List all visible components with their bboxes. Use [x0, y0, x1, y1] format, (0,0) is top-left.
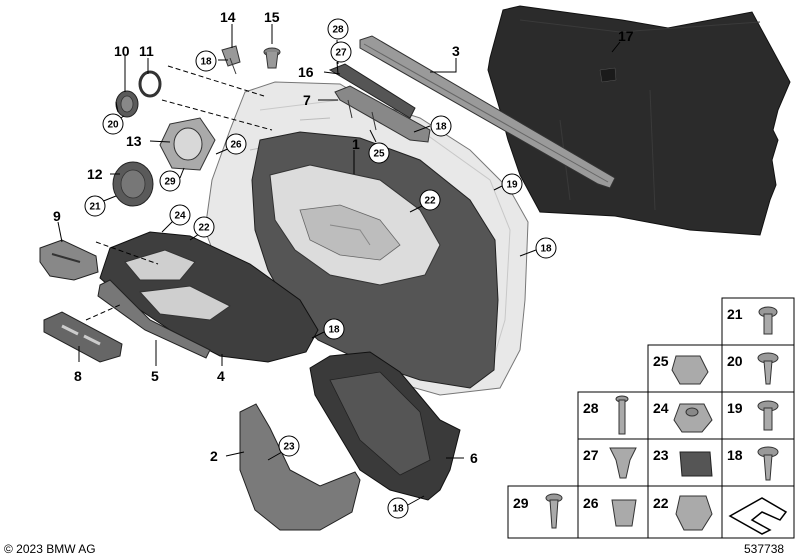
svg-text:24: 24 — [174, 211, 186, 222]
part-number: 4 — [217, 368, 225, 384]
circled-callout: 20 — [102, 113, 124, 135]
circled-callout: 18 — [387, 497, 409, 519]
bolt-icon — [615, 395, 629, 435]
copyright-text: © 2023 BMW AG — [4, 542, 96, 556]
svg-text:18: 18 — [727, 447, 743, 463]
svg-text:27: 27 — [335, 48, 347, 59]
svg-text:23: 23 — [283, 442, 295, 453]
svg-text:29: 29 — [513, 495, 529, 511]
switch-panel — [43, 311, 123, 363]
part-number: 2 — [210, 448, 218, 464]
svg-text:19: 19 — [727, 400, 743, 416]
svg-text:18: 18 — [392, 504, 404, 515]
part-number: 3 — [452, 43, 460, 59]
part-number: 1 — [352, 136, 360, 152]
nut-clip-icon — [673, 403, 713, 433]
part-number: 10 — [114, 43, 130, 59]
svg-text:20: 20 — [107, 120, 119, 131]
circled-callout: 27 — [330, 41, 352, 63]
lower-trim-cover — [239, 403, 361, 531]
circled-callout: 18 — [323, 318, 345, 340]
door-handle — [39, 239, 99, 281]
part-number: 11 — [139, 43, 154, 59]
svg-text:18: 18 — [540, 244, 552, 255]
circled-callout: 29 — [159, 170, 181, 192]
svg-text:22: 22 — [198, 223, 210, 234]
part-numbers: 1 2 3 4 5 6 7 8 9 10 11 12 13 14 15 16 1… — [53, 9, 634, 466]
speaker — [112, 161, 154, 207]
svg-text:21: 21 — [727, 306, 743, 322]
expansion-nut-icon — [611, 499, 637, 527]
svg-text:28: 28 — [332, 25, 344, 36]
clip-part-14 — [221, 45, 241, 75]
sound-insulation-pad — [487, 5, 791, 236]
svg-text:26: 26 — [230, 140, 242, 151]
svg-text:27: 27 — [583, 447, 599, 463]
svg-text:25: 25 — [373, 149, 385, 160]
circled-callout: 18 — [430, 115, 452, 137]
part-number: 8 — [74, 368, 82, 384]
svg-text:18: 18 — [200, 57, 212, 68]
part-number: 12 — [87, 166, 103, 182]
circled-callout: 26 — [225, 133, 247, 155]
circled-callout: 19 — [501, 173, 523, 195]
fastener-symbol-icon — [728, 497, 788, 535]
tweeter-ring — [138, 70, 162, 98]
clip-icon — [679, 451, 713, 477]
svg-text:28: 28 — [583, 400, 599, 416]
svg-text:18: 18 — [328, 325, 340, 336]
part-number: 9 — [53, 208, 61, 224]
fastener-legend: 21 25 20 28 24 19 27 23 18 29 26 22 — [507, 297, 795, 539]
part-number: 14 — [220, 9, 236, 25]
svg-text:18: 18 — [435, 122, 447, 133]
screw-icon — [757, 400, 779, 431]
circled-callout: 18 — [535, 237, 557, 259]
clip-icon — [675, 495, 713, 531]
circled-callout: 22 — [193, 216, 215, 238]
svg-text:24: 24 — [653, 400, 669, 416]
svg-text:20: 20 — [727, 353, 743, 369]
svg-text:29: 29 — [164, 177, 176, 188]
part-number: 7 — [303, 92, 311, 108]
svg-text:21: 21 — [89, 202, 101, 213]
screw-icon — [757, 352, 779, 385]
screw-icon — [545, 493, 563, 529]
speaker-bracket — [159, 117, 216, 171]
svg-text:26: 26 — [583, 495, 599, 511]
svg-text:25: 25 — [653, 353, 669, 369]
circled-callout: 25 — [368, 142, 390, 164]
svg-text:19: 19 — [506, 180, 518, 191]
circled-callout: 22 — [419, 189, 441, 211]
part-number: 6 — [470, 450, 478, 466]
circled-callout: 21 — [84, 195, 106, 217]
part-number: 15 — [264, 9, 280, 25]
circled-callout: 18 — [195, 50, 217, 72]
circled-callout: 23 — [278, 435, 300, 457]
grommet-icon — [609, 447, 637, 479]
trim-strip-armrest — [97, 279, 211, 359]
tweeter-cover — [115, 90, 139, 118]
part-number: 16 — [298, 64, 314, 80]
mounting-bracket — [334, 85, 431, 143]
clip-icon — [671, 355, 709, 385]
screw-icon — [757, 446, 779, 481]
circled-callout: 28 — [327, 18, 349, 40]
svg-text:23: 23 — [653, 447, 669, 463]
part-number: 17 — [618, 28, 634, 44]
clip-part-15 — [263, 47, 281, 69]
screw-icon — [758, 306, 778, 335]
svg-text:22: 22 — [653, 495, 669, 511]
circled-callout: 24 — [169, 204, 191, 226]
svg-text:22: 22 — [424, 196, 436, 207]
circled-numbers: 18 18 18 18 18 19 20 21 22 22 23 24 25 2… — [84, 18, 557, 519]
part-number: 5 — [151, 368, 159, 384]
trim-strip-upper — [328, 63, 416, 119]
diagram-id: 537738 — [744, 542, 784, 556]
part-number: 13 — [126, 133, 142, 149]
